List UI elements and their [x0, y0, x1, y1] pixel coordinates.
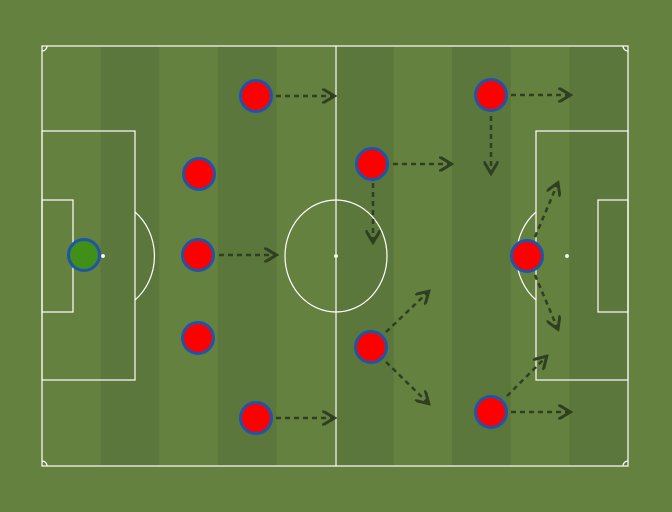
- player-marker[interactable]: [181, 321, 215, 355]
- pitch-stripe: [393, 46, 453, 466]
- player-marker[interactable]: [354, 330, 388, 364]
- pitch-stripe: [100, 46, 160, 466]
- player-marker[interactable]: [239, 79, 273, 113]
- players: [67, 78, 544, 435]
- corner-arc: [622, 460, 629, 467]
- pitch-stripe: [335, 46, 395, 466]
- right-goal-area: [597, 199, 629, 313]
- pitch-stripe: [452, 46, 512, 466]
- right-penalty-spot: [565, 254, 569, 258]
- movement-arrows: [219, 95, 568, 418]
- player-marker[interactable]: [355, 147, 389, 181]
- corner-arc: [41, 460, 48, 467]
- left-penalty-spot: [101, 254, 105, 258]
- pitch-stripe: [276, 46, 336, 466]
- center-spot: [334, 254, 338, 258]
- player-marker[interactable]: [181, 238, 215, 272]
- goalkeeper-marker[interactable]: [67, 238, 101, 272]
- player-marker[interactable]: [510, 239, 544, 273]
- player-marker[interactable]: [239, 401, 273, 435]
- corner-arc: [622, 45, 629, 52]
- player-marker[interactable]: [182, 157, 216, 191]
- pitch-stripe: [569, 46, 629, 466]
- movement-arrow: [385, 293, 427, 333]
- left-penalty-arc: [134, 211, 155, 301]
- player-marker[interactable]: [474, 78, 508, 112]
- movement-arrow: [385, 361, 427, 402]
- movement-arrow: [533, 185, 557, 238]
- player-marker[interactable]: [474, 395, 508, 429]
- center-circle: [284, 199, 388, 313]
- pitch-markings: [41, 45, 629, 467]
- movement-arrow: [533, 274, 557, 327]
- corner-arc: [41, 45, 48, 52]
